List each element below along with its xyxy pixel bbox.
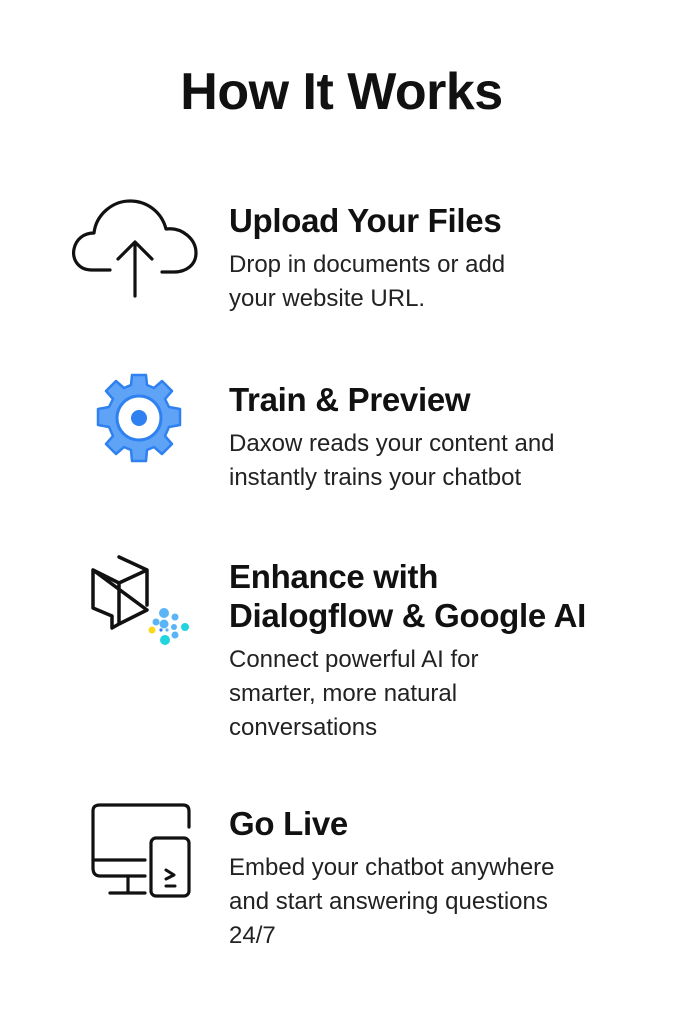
step-train: Train & Preview Daxow reads your content… bbox=[229, 380, 669, 495]
gear-icon bbox=[96, 373, 182, 463]
step-heading: Go Live bbox=[229, 805, 348, 842]
step-heading: Train & Preview bbox=[229, 381, 471, 418]
dialogflow-icon bbox=[91, 555, 189, 645]
cloud-upload-icon bbox=[72, 199, 198, 298]
step-heading: Upload Your Files bbox=[229, 202, 502, 239]
step-upload: Upload Your Files Drop in documents or a… bbox=[229, 201, 669, 316]
desktop-mobile-icon bbox=[91, 803, 191, 898]
page-title: How It Works bbox=[180, 63, 503, 121]
